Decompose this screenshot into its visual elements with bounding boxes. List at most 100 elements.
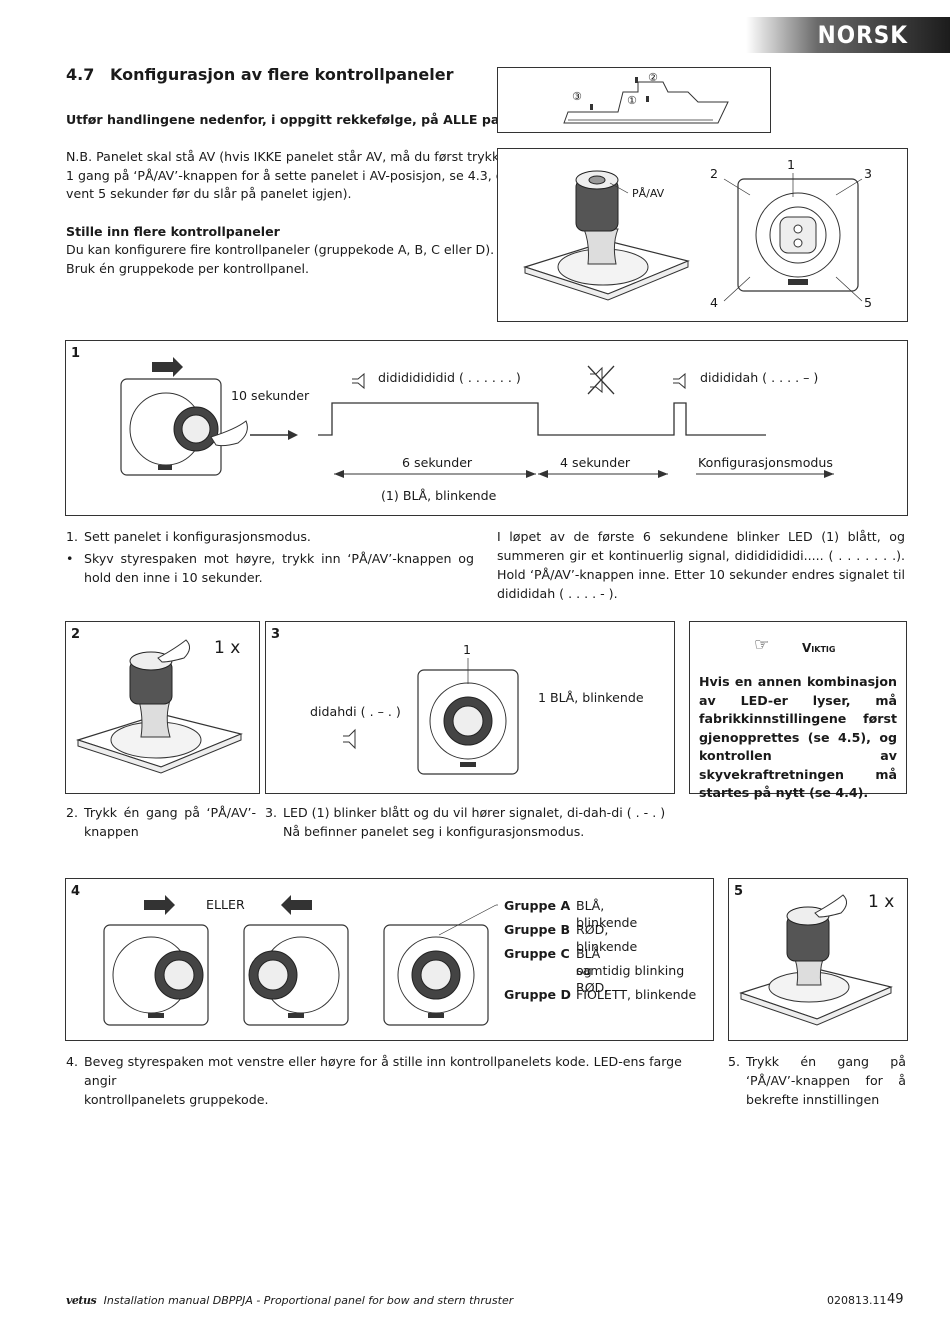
step3-signal: didahdi ( . – . ) [310, 704, 401, 719]
on-off-label: PÅ/AV [632, 187, 665, 200]
group-row: Gruppe A BLÅ, blinkende [504, 897, 637, 930]
step4-drawing [103, 895, 498, 1026]
step1-drawing [120, 357, 834, 478]
brand-logo: vetus [66, 1294, 97, 1307]
important-text: Hvis en annen kombinasjon av LED-er lyse… [699, 674, 897, 800]
step5-box: 5 1 x [728, 878, 908, 1041]
language-label: NORSK [817, 21, 908, 49]
caption-number: 3. [265, 805, 278, 820]
step5-caption: 5. Trykk én gang på ‘PÅ/AV’-knappen for … [728, 1052, 906, 1109]
group-name: Gruppe B [504, 922, 571, 937]
step2-number: 2 [71, 627, 81, 642]
step1-bullet: • Skyv styrespaken mot høyre, trykk inn … [66, 549, 474, 587]
caption-line: Beveg styrespaken mot venstre eller høyr… [84, 1054, 682, 1088]
boat-figure: ② ③ ① [497, 67, 771, 133]
step1-number: 1 [71, 346, 81, 361]
time-2-label: 4 sekunder [560, 455, 631, 470]
step4-box: 4 ELLER Gruppe A BLÅ, blinkende Gruppe B… [65, 878, 714, 1041]
caption-line: LED (1) blinker blått og du vil hører si… [283, 805, 666, 820]
caption-text: Trykk én gang på ‘PÅ/AV’-knappen [84, 805, 256, 839]
led-label-5: 5 [864, 295, 873, 310]
step1-caption: 1. Sett panelet i konfigurasjonsmodus. [66, 527, 474, 546]
caption-line: kontrollpanelets gruppekode. [84, 1092, 269, 1107]
step3-caption: 3. LED (1) blinker blått og du vil hører… [265, 803, 675, 841]
caption-number: 2. [66, 805, 79, 820]
note-line: N.B. Panelet skal stå AV (hvis IKKE pane… [66, 149, 507, 164]
group-color: samtidig blinking [576, 963, 685, 978]
step2-box: 2 1 x [65, 621, 260, 794]
led-label-4: 4 [710, 295, 719, 310]
boat-label-1: ① [627, 94, 637, 107]
step3-number: 3 [271, 627, 281, 642]
step2-caption: 2. Trykk én gang på ‘PÅ/AV’-knappen [66, 803, 256, 841]
section-number: 4.7 [66, 65, 95, 84]
page-number: 49 [887, 1292, 904, 1307]
led-state-label: (1) BLÅ, blinkende [381, 488, 497, 503]
section-title-text: Konfigurasjon av flere kontrollpaneler [110, 65, 454, 84]
important-box: ☞ Viktig Hvis en annen kombinasjon av LE… [689, 621, 907, 800]
footer-left: vetus Installation manual DBPPJA - Propo… [66, 1294, 513, 1307]
note: N.B. Panelet skal stå AV (hvis IKKE pane… [66, 148, 511, 204]
note-line: vent 5 sekunder før du slår på panelet i… [66, 186, 352, 201]
group-color: FIOLETT, blinkende [576, 987, 697, 1002]
group-name: Gruppe C [504, 946, 570, 961]
step1-right-text: I løpet av de første 6 sekundene blinker… [497, 529, 905, 601]
body-line: Bruk én gruppekode per kontrollpanel. [66, 260, 309, 276]
panel-front-view [723, 173, 863, 302]
step5-number: 5 [734, 884, 744, 899]
important-title: Viktig [802, 641, 836, 655]
led-label-2: 2 [710, 166, 719, 181]
step5-drawing [739, 894, 893, 1026]
boat-label-2: ② [648, 71, 658, 84]
instruction: Utfør handlingene nedenfor, i oppgitt re… [66, 112, 541, 127]
group-list: Gruppe A BLÅ, blinkende Gruppe B RØD, bl… [504, 897, 696, 1010]
note-line: 1 gang på ‘PÅ/AV’-knappen for å sette pa… [66, 167, 512, 183]
or-label: ELLER [206, 897, 245, 912]
caption-text: Trykk én gang på ‘PÅ/AV’-knappen for å b… [746, 1054, 906, 1107]
step3-led-state: 1 BLÅ, blinkende [538, 690, 644, 705]
step4-number: 4 [71, 884, 81, 899]
step2-drawing [76, 639, 243, 774]
step4-caption: 4. Beveg styrespaken mot venstre eller h… [66, 1052, 716, 1109]
hold-time-label: 10 sekunder [231, 388, 310, 403]
boat-label-3: ③ [572, 90, 582, 103]
group-name: Gruppe D [504, 987, 571, 1002]
group-name: Gruppe A [504, 898, 571, 913]
language-tab: NORSK [746, 17, 950, 53]
body-line: Du kan konfigurere fire kontrollpaneler … [66, 242, 495, 257]
signal-1-label: didididididid ( . . . . . . ) [378, 370, 521, 385]
step5-presses: 1 x [868, 892, 895, 912]
intro-body: Du kan konfigurere fire kontrollpaneler … [66, 241, 494, 278]
joystick-perspective [523, 170, 690, 301]
group-color: BLÅ og RØD, [576, 946, 609, 995]
group-row: Gruppe B RØD, blinkende [504, 921, 637, 954]
caption-number: 4. [66, 1054, 79, 1069]
pointing-hand-icon: ☞ [754, 635, 770, 655]
group-color: RØD, blinkende [576, 922, 638, 954]
step1-box: 1 10 sekunder didididididid ( . . . . . … [65, 340, 908, 516]
caption-number: 1. [66, 529, 79, 544]
time-1-label: 6 sekunder [402, 455, 473, 470]
boat-drawing [563, 77, 729, 124]
led-label-1: 1 [787, 157, 796, 172]
step3-drawing [343, 658, 519, 775]
bullet-text: Skyv styrespaken mot høyre, trykk inn ‘P… [84, 551, 474, 585]
caption-text: Sett panelet i konfigurasjonsmodus. [84, 529, 311, 544]
mode-label: Konfigurasjonsmodus [698, 455, 833, 470]
group-color: BLÅ, blinkende [576, 898, 638, 930]
panel-overview-figure: PÅ/AV 1 2 3 4 5 [497, 148, 908, 322]
step3-box: 3 1 1 BLÅ, blinkende didahdi ( . – . ) [265, 621, 675, 794]
signal-2-label: didididah ( . . . . – ) [700, 370, 819, 385]
bullet-mark: • [66, 551, 74, 566]
caption-number: 5. [728, 1054, 741, 1069]
subheading: Stille inn flere kontrollpaneler [66, 224, 280, 239]
document-code: 020813.11 [827, 1294, 887, 1307]
caption-line: Nå befinner panelet seg i konfigurasjons… [283, 824, 585, 839]
step2-presses: 1 x [214, 638, 241, 658]
manual-title: Installation manual DBPPJA - Proportiona… [103, 1294, 514, 1307]
led-label-3: 3 [864, 166, 873, 181]
section-title: 4.7 Konfigurasjon av flere kontrollpanele… [66, 65, 453, 84]
group-row: Gruppe C BLÅ og RØD, samtidig blinking [504, 945, 684, 995]
group-row: Gruppe D FIOLETT, blinkende [504, 986, 696, 1010]
step3-led: 1 [463, 642, 472, 657]
